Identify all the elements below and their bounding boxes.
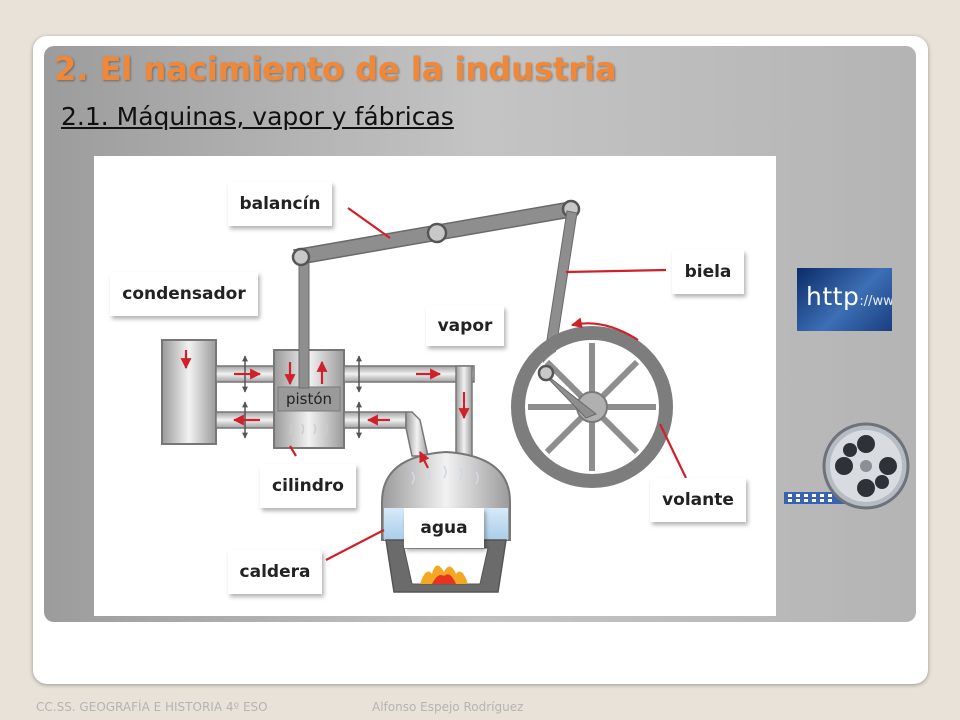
http-link-text: http://www (806, 282, 892, 311)
film-reel-icon[interactable] (784, 422, 912, 514)
footer-course: CC.SS. GEOGRAFÍA E HISTORIA 4º ESO (36, 700, 268, 714)
label-balancin: balancín (228, 182, 332, 226)
steam-engine-diagram: balancín biela condensador vapor pistón … (94, 156, 776, 616)
flywheel (511, 317, 673, 488)
piston-rod (298, 255, 310, 389)
condenser-tank (161, 339, 217, 445)
label-caldera: caldera (228, 550, 322, 594)
label-vapor: vapor (426, 306, 504, 346)
footer-author: Alfonso Espejo Rodríguez (372, 700, 524, 714)
label-volante: volante (650, 478, 746, 522)
label-condensador: condensador (110, 272, 258, 316)
beam (291, 199, 581, 267)
flow-arrows (180, 350, 470, 469)
slide-subtitle: 2.1. Máquinas, vapor y fábricas (61, 102, 454, 131)
steam-pipes (343, 365, 475, 457)
http-link-icon[interactable]: http://www (797, 268, 892, 331)
slide-title: 2. El nacimiento de la industria (54, 50, 617, 88)
label-piston: pistón (285, 390, 333, 408)
label-agua: agua (404, 508, 484, 548)
label-biela: biela (672, 250, 744, 294)
leader-lines (289, 207, 687, 561)
label-cilindro: cilindro (260, 464, 356, 508)
